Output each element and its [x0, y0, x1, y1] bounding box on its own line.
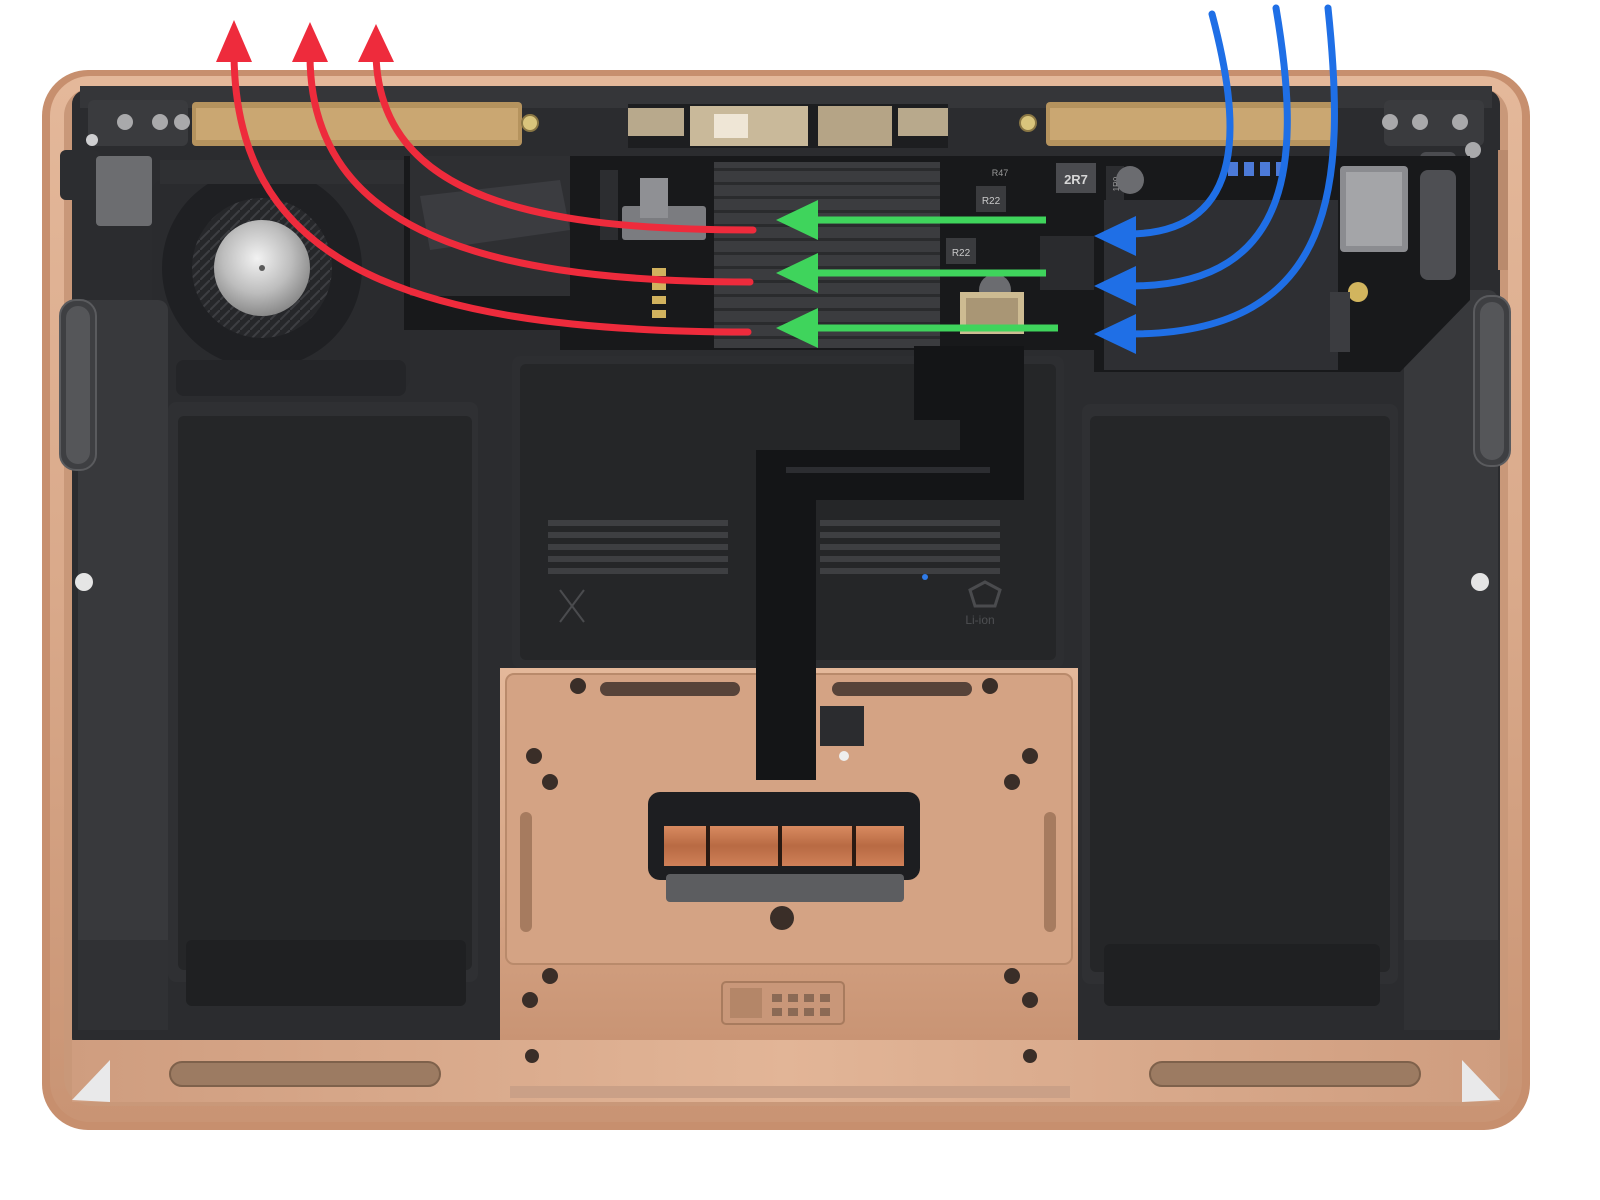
hot-air-arrow-2 [306, 51, 754, 286]
chip-marking-r47: R47 [992, 168, 1009, 178]
cool-air-arrowhead-2 [1094, 266, 1136, 306]
rubber-foot-left [169, 1061, 441, 1087]
display-connector-bracket [628, 108, 684, 136]
cool-air-intake-arrows [1126, 4, 1338, 338]
cool-air-arrow-2 [1126, 4, 1291, 290]
hot-air-arrowhead-1 [358, 24, 394, 62]
cooling-fan [152, 160, 420, 396]
chip-marking-2r7: 2R7 [1064, 172, 1088, 187]
hot-air-arrowhead-2 [292, 22, 328, 62]
heat-arrowhead-1 [776, 200, 818, 240]
battery-cell-right [1082, 404, 1398, 1006]
trackpad-flex-cable [756, 346, 1024, 780]
hot-air-arrowhead-3 [216, 20, 252, 62]
copper-contacts [664, 826, 904, 866]
cool-air-arrowheads [1094, 216, 1136, 354]
chip-marking-r22-a: R22 [982, 196, 1001, 207]
inductor-2r7 [1056, 163, 1096, 193]
battery-li-ion-marking: Li-ion [965, 613, 994, 627]
cool-air-arrowhead-3 [1094, 314, 1136, 354]
battery-cell-left [168, 402, 478, 1006]
hot-air-arrow-3 [230, 51, 752, 336]
cool-air-arrow-3 [1126, 4, 1338, 338]
heat-sink [714, 162, 940, 348]
hot-air-exhaust-arrows [230, 51, 757, 336]
rubber-foot-right [1149, 1061, 1421, 1087]
logic-board: 2R7 R22 R22 R47 1R0 [404, 156, 1470, 372]
left-hinge-corner [60, 100, 190, 226]
hot-air-arrowheads [216, 20, 394, 62]
chip-marking-r22-b: R22 [952, 248, 971, 259]
cool-air-arrow-1 [1126, 10, 1234, 238]
hinge-bar [80, 86, 1492, 148]
speaker-left [59, 299, 168, 1030]
bottom-edge [72, 1040, 1500, 1102]
cool-air-arrowhead-1 [1094, 216, 1136, 256]
trackpad-area [500, 668, 1078, 1063]
chip-marking-1r0: 1R0 [1112, 176, 1121, 191]
heat-transfer-arrows [776, 200, 1058, 348]
hot-air-arrow-1 [372, 51, 757, 234]
heat-arrowhead-3 [776, 308, 818, 348]
speaker-right [1404, 290, 1511, 1030]
heat-arrowhead-2 [776, 253, 818, 293]
